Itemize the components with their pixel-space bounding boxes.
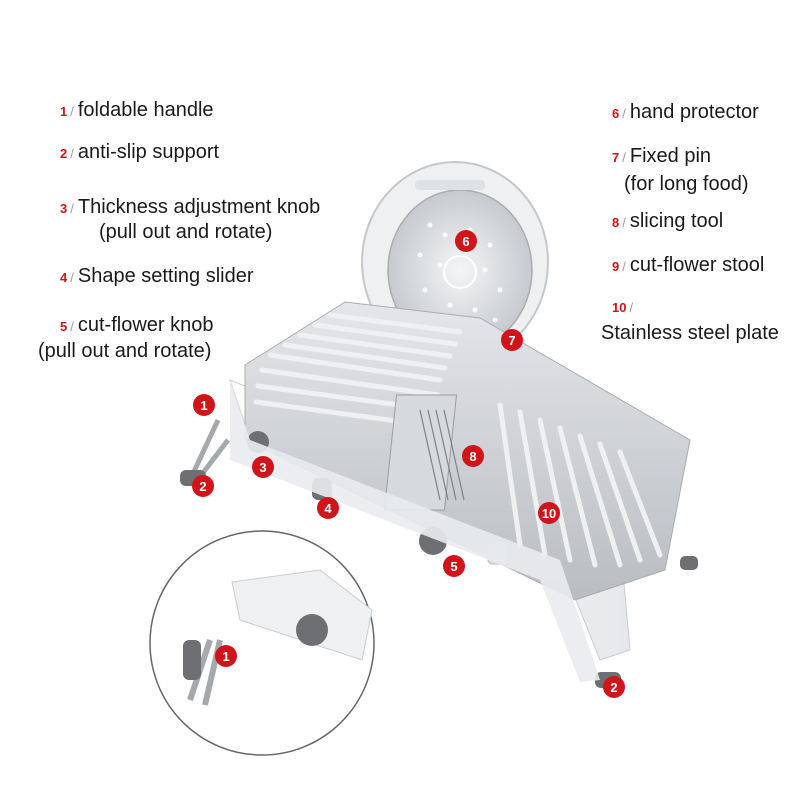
label-text: cut-flower stool [629, 254, 765, 276]
label-number: 3 [60, 201, 68, 216]
label-4: 4/Shape setting slider [60, 264, 254, 290]
label-separator: / [622, 215, 626, 230]
svg-text:5: 5 [450, 559, 457, 574]
svg-text:6: 6 [462, 234, 469, 249]
label-number: 1 [60, 104, 68, 119]
number-badges: 1 2 3 4 5 6 7 8 10 1 2 [192, 230, 625, 698]
slicer-body [180, 301, 698, 688]
label-number: 4 [60, 270, 68, 285]
svg-text:2: 2 [199, 479, 206, 494]
label-number: 2 [60, 146, 68, 161]
badge-2: 2 [192, 475, 214, 497]
label-text: slicing tool [629, 210, 724, 232]
label-separator: / [70, 201, 74, 216]
badge-6: 6 [455, 230, 477, 252]
label-text: foldable handle [77, 99, 214, 121]
label-7-sub: (for long food) [624, 173, 749, 195]
label-5: 5/cut-flower knob [60, 313, 213, 339]
svg-text:10: 10 [542, 506, 556, 521]
label-7: 7/Fixed pin [612, 144, 711, 170]
label-separator: / [70, 270, 74, 285]
badge-2-foot: 2 [603, 676, 625, 698]
badge-1: 1 [193, 394, 215, 416]
label-separator: / [70, 146, 74, 161]
label-3-sub: (pull out and rotate) [99, 221, 273, 243]
label-separator: / [629, 300, 634, 315]
label-separator: / [622, 259, 626, 274]
label-text: Shape setting slider [77, 265, 254, 287]
label-separator: / [622, 106, 626, 121]
badge-1-detail: 1 [215, 645, 237, 667]
badge-8: 8 [462, 445, 484, 467]
badge-5: 5 [443, 555, 465, 577]
label-number: 5 [60, 319, 68, 334]
label-text: cut-flower knob [77, 314, 214, 336]
badge-7: 7 [501, 329, 523, 351]
svg-text:4: 4 [324, 501, 332, 516]
label-text: Fixed pin [629, 145, 712, 167]
label-text: hand protector [629, 101, 759, 123]
svg-text:7: 7 [508, 333, 515, 348]
label-number: 6 [612, 106, 620, 121]
label-9: 9/cut-flower stool [612, 253, 764, 279]
label-10-sub: Stainless steel plate [601, 322, 779, 344]
badge-4: 4 [317, 497, 339, 519]
label-3: 3/Thickness adjustment knob [60, 195, 320, 221]
svg-text:1: 1 [222, 649, 229, 664]
label-number: 9 [612, 259, 620, 274]
label-1: 1/foldable handle [60, 98, 214, 124]
label-8: 8/slicing tool [612, 209, 723, 235]
badge-10: 10 [538, 502, 560, 524]
svg-text:3: 3 [259, 460, 266, 475]
badge-3: 3 [252, 456, 274, 478]
label-separator: / [70, 319, 74, 334]
label-number: 8 [612, 215, 620, 230]
svg-text:8: 8 [469, 449, 476, 464]
label-separator: / [622, 150, 626, 165]
svg-text:1: 1 [200, 398, 207, 413]
label-text: Thickness adjustment knob [77, 196, 321, 218]
svg-text:2: 2 [610, 680, 617, 695]
label-number: 7 [612, 150, 620, 165]
label-2: 2/anti-slip support [60, 140, 219, 166]
zoom-detail-circle [149, 530, 375, 756]
label-number: 10 [612, 300, 627, 315]
label-6: 6/hand protector [612, 100, 759, 126]
label-separator: / [70, 104, 74, 119]
label-text: anti-slip support [77, 141, 220, 163]
label-5-sub: (pull out and rotate) [38, 340, 212, 362]
label-10: 10/ [612, 294, 637, 320]
